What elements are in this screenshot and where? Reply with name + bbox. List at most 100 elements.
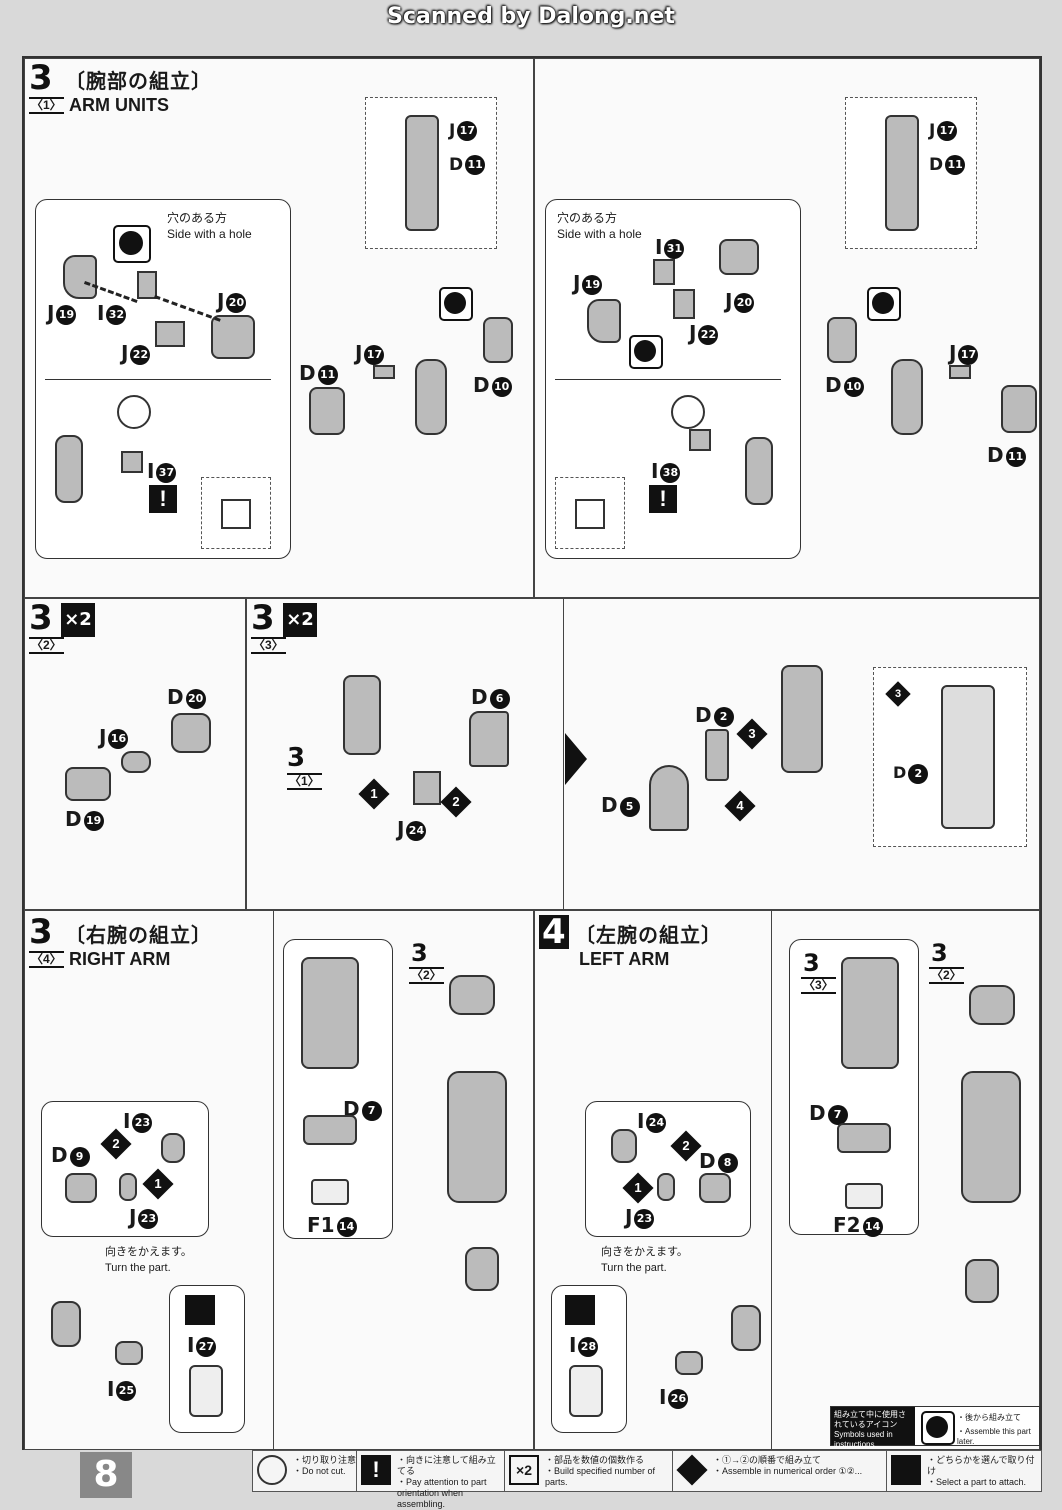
part-d8 (699, 1173, 731, 1203)
legend-item-no-cut: ・切り取り注意・Do not cut. (253, 1451, 357, 1491)
hole-note-en: Side with a hole (557, 227, 642, 241)
part-j17 (949, 365, 971, 379)
assemble-later-icon (629, 335, 663, 369)
part-d9 (65, 1173, 97, 1203)
hole-note-jp: 穴のある方 (167, 211, 228, 225)
sub-step-number: 〈2〉 (29, 637, 64, 654)
divider-line (273, 911, 274, 1449)
part-j19 (63, 255, 97, 299)
no-cut-icon (117, 395, 151, 429)
scan-credit: Scanned by Dalong.net (387, 4, 675, 29)
part-i31 (653, 259, 675, 285)
step-number: 3 (251, 598, 275, 638)
ref-sub-step: 〈2〉 (929, 967, 964, 984)
next-arrow-icon (565, 733, 587, 785)
step-number: 3 (29, 598, 53, 638)
part-i23 (161, 1133, 185, 1163)
ref-step-number: 3 (411, 939, 428, 967)
part-i26 (675, 1351, 703, 1375)
part-d7 (837, 1123, 891, 1153)
attention-icon: ! (649, 485, 677, 513)
divider-line (45, 379, 271, 380)
order-2-icon: 2 (440, 786, 472, 818)
turn-note-en: Turn the part. (105, 1262, 171, 1274)
legend-item-attention: ! ・向きに注意して組み立てる・Pay attention to part or… (357, 1451, 505, 1509)
part-d6 (469, 711, 509, 767)
hole-diagram (221, 499, 251, 529)
part-j22 (155, 321, 185, 347)
instruction-page: 3 〈1〉 〔腕部の組立〕 ARM UNITS 穴のある方 Side with … (22, 56, 1042, 1450)
ref-step-number: 3 (803, 949, 820, 977)
hole-note-en: Side with a hole (167, 227, 252, 241)
step-title-jp: 〔左腕の組立〕 (575, 925, 722, 947)
step-number: 3 (29, 58, 53, 98)
legend-bar: ・切り取り注意・Do not cut. ! ・向きに注意して組み立てる・Pay … (252, 1450, 1042, 1509)
attention-icon: ! (149, 485, 177, 513)
step-number: 4 (539, 915, 569, 949)
part-d10 (483, 317, 513, 363)
step-title-en: RIGHT ARM (69, 949, 171, 969)
part-forearm (447, 1071, 507, 1203)
attention-icon: ! (361, 1455, 391, 1485)
sub-step-number: 〈3〉 (251, 637, 286, 654)
step-title-jp: 〔腕部の組立〕 (65, 71, 212, 93)
part-d19 (65, 767, 111, 801)
part-j20 (211, 315, 255, 359)
panel-arm-units-left: 3 〈1〉 〔腕部の組立〕 ARM UNITS 穴のある方 Side with … (24, 58, 534, 598)
part-i24 (611, 1129, 637, 1163)
divider-line (563, 599, 564, 909)
multiply-icon: ×2 (61, 603, 95, 637)
ref-sub-step: 〈2〉 (409, 967, 444, 984)
part-arm-block (55, 435, 83, 503)
part-j24 (413, 771, 441, 805)
part-arm-main (891, 359, 923, 435)
part-hand-joint (51, 1301, 81, 1347)
select-part-icon (565, 1295, 595, 1325)
part-shoulder (969, 985, 1015, 1025)
part-i32 (137, 271, 157, 299)
order-1-icon: 1 (358, 778, 390, 810)
ref-sub-step: 〈3〉 (801, 977, 836, 994)
sub-step-number: 〈4〉 (29, 951, 64, 968)
assemble-later-en: ・Assemble this part later. (957, 1427, 1031, 1446)
part-forearm (961, 1071, 1021, 1203)
part-upper-arm (841, 957, 899, 1069)
no-cut-icon (671, 395, 705, 429)
part-inset-arm (885, 115, 919, 231)
multiply-icon: ×2 (509, 1455, 539, 1485)
order-3-icon: 3 (736, 718, 768, 750)
part-j23 (119, 1173, 137, 1201)
select-part-icon (891, 1455, 921, 1485)
ref-step-number: 3 (287, 743, 306, 773)
symbols-title-jp: 組み立て中に使用されているアイコン (834, 1410, 906, 1429)
order-1-icon: 1 (622, 1172, 654, 1204)
order-3-icon: 3 (885, 681, 911, 707)
symbols-box: 組み立て中に使用されているアイコン Symbols used in instru… (830, 1406, 1040, 1449)
part-arm-unit (343, 675, 381, 755)
multiply-icon: ×2 (283, 603, 317, 637)
part-i37 (121, 451, 143, 473)
page-number: 8 (80, 1452, 132, 1498)
